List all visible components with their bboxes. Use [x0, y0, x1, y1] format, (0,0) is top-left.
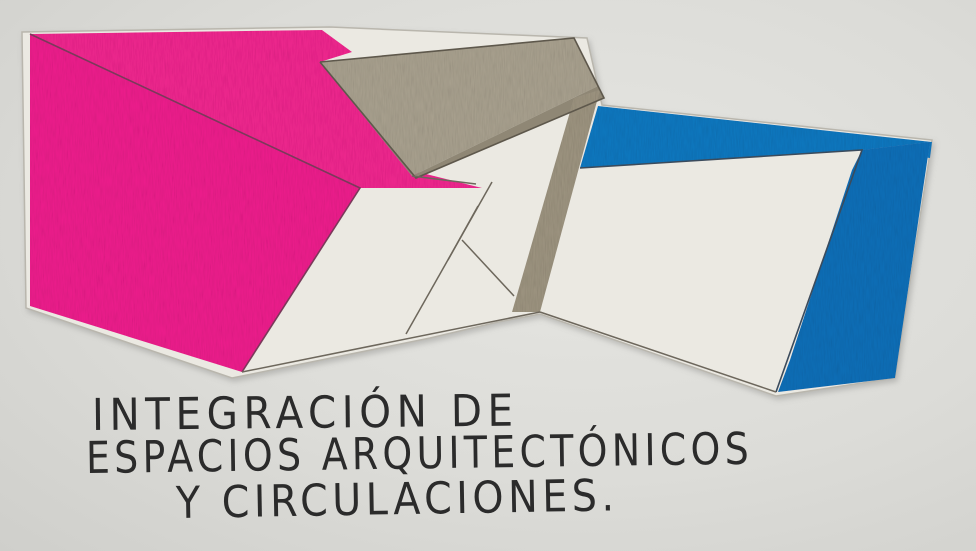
pencil-lines [241, 175, 777, 393]
blue-volume-top-band [580, 106, 932, 168]
magenta-edge-line [29, 33, 362, 373]
gray-slab-side [412, 86, 604, 178]
gray-column [512, 90, 600, 312]
magenta-volume-top-face [30, 30, 482, 188]
gray-slab-outline [319, 37, 606, 179]
magenta-volume-left-face [30, 34, 360, 372]
blue-volume-right-face [778, 142, 930, 392]
gray-slab-top [320, 38, 598, 176]
blue-edge-line [579, 149, 864, 393]
